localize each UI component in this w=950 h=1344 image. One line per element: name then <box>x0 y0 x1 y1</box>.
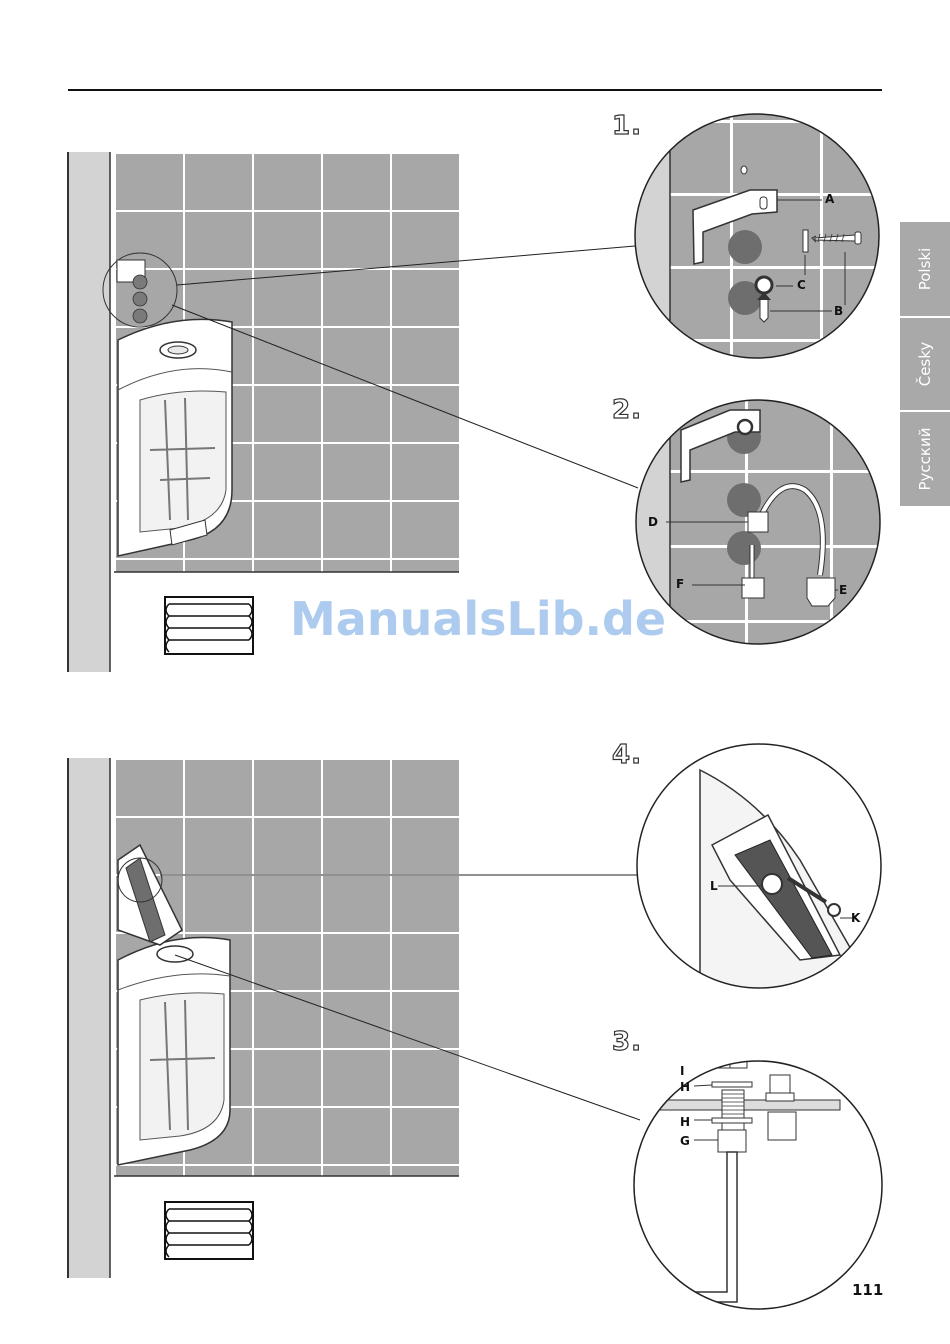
part-label-g: G <box>680 1134 690 1148</box>
part-label-l: L <box>710 879 718 893</box>
part-label-b: B <box>834 304 843 318</box>
page-number: 111 <box>852 1281 883 1299</box>
detail-circle-1 <box>630 110 890 370</box>
part-label-a: A <box>825 192 834 206</box>
tab-cesky-label: Česky <box>916 342 934 387</box>
part-label-k: K <box>851 911 860 925</box>
detail-circle-4 <box>630 740 890 1000</box>
step-number-3: 3. <box>612 1027 642 1057</box>
wall-panel-bottom <box>68 758 640 1278</box>
part-label-d: D <box>648 515 658 529</box>
tab-russkiy[interactable]: Русский <box>900 412 950 506</box>
step-number-2: 2. <box>612 395 642 425</box>
tab-polski[interactable]: Polski <box>900 222 950 316</box>
part-label-f: F <box>676 577 684 591</box>
part-label-c: C <box>797 278 806 292</box>
part-label-h-upper: H <box>680 1080 690 1094</box>
tab-russkiy-label: Русский <box>916 428 934 491</box>
detail-circle-3 <box>630 1050 890 1320</box>
detail-circle-2 <box>630 395 890 655</box>
step-number-4: 4. <box>612 740 642 770</box>
part-label-i: I <box>680 1064 684 1078</box>
step-number-1: 1. <box>612 111 642 141</box>
part-label-e: E <box>839 583 847 597</box>
tab-cesky[interactable]: Česky <box>900 318 950 410</box>
part-label-h-lower: H <box>680 1115 690 1129</box>
tab-polski-label: Polski <box>916 248 934 291</box>
watermark: ManualsLib.de <box>290 592 666 646</box>
